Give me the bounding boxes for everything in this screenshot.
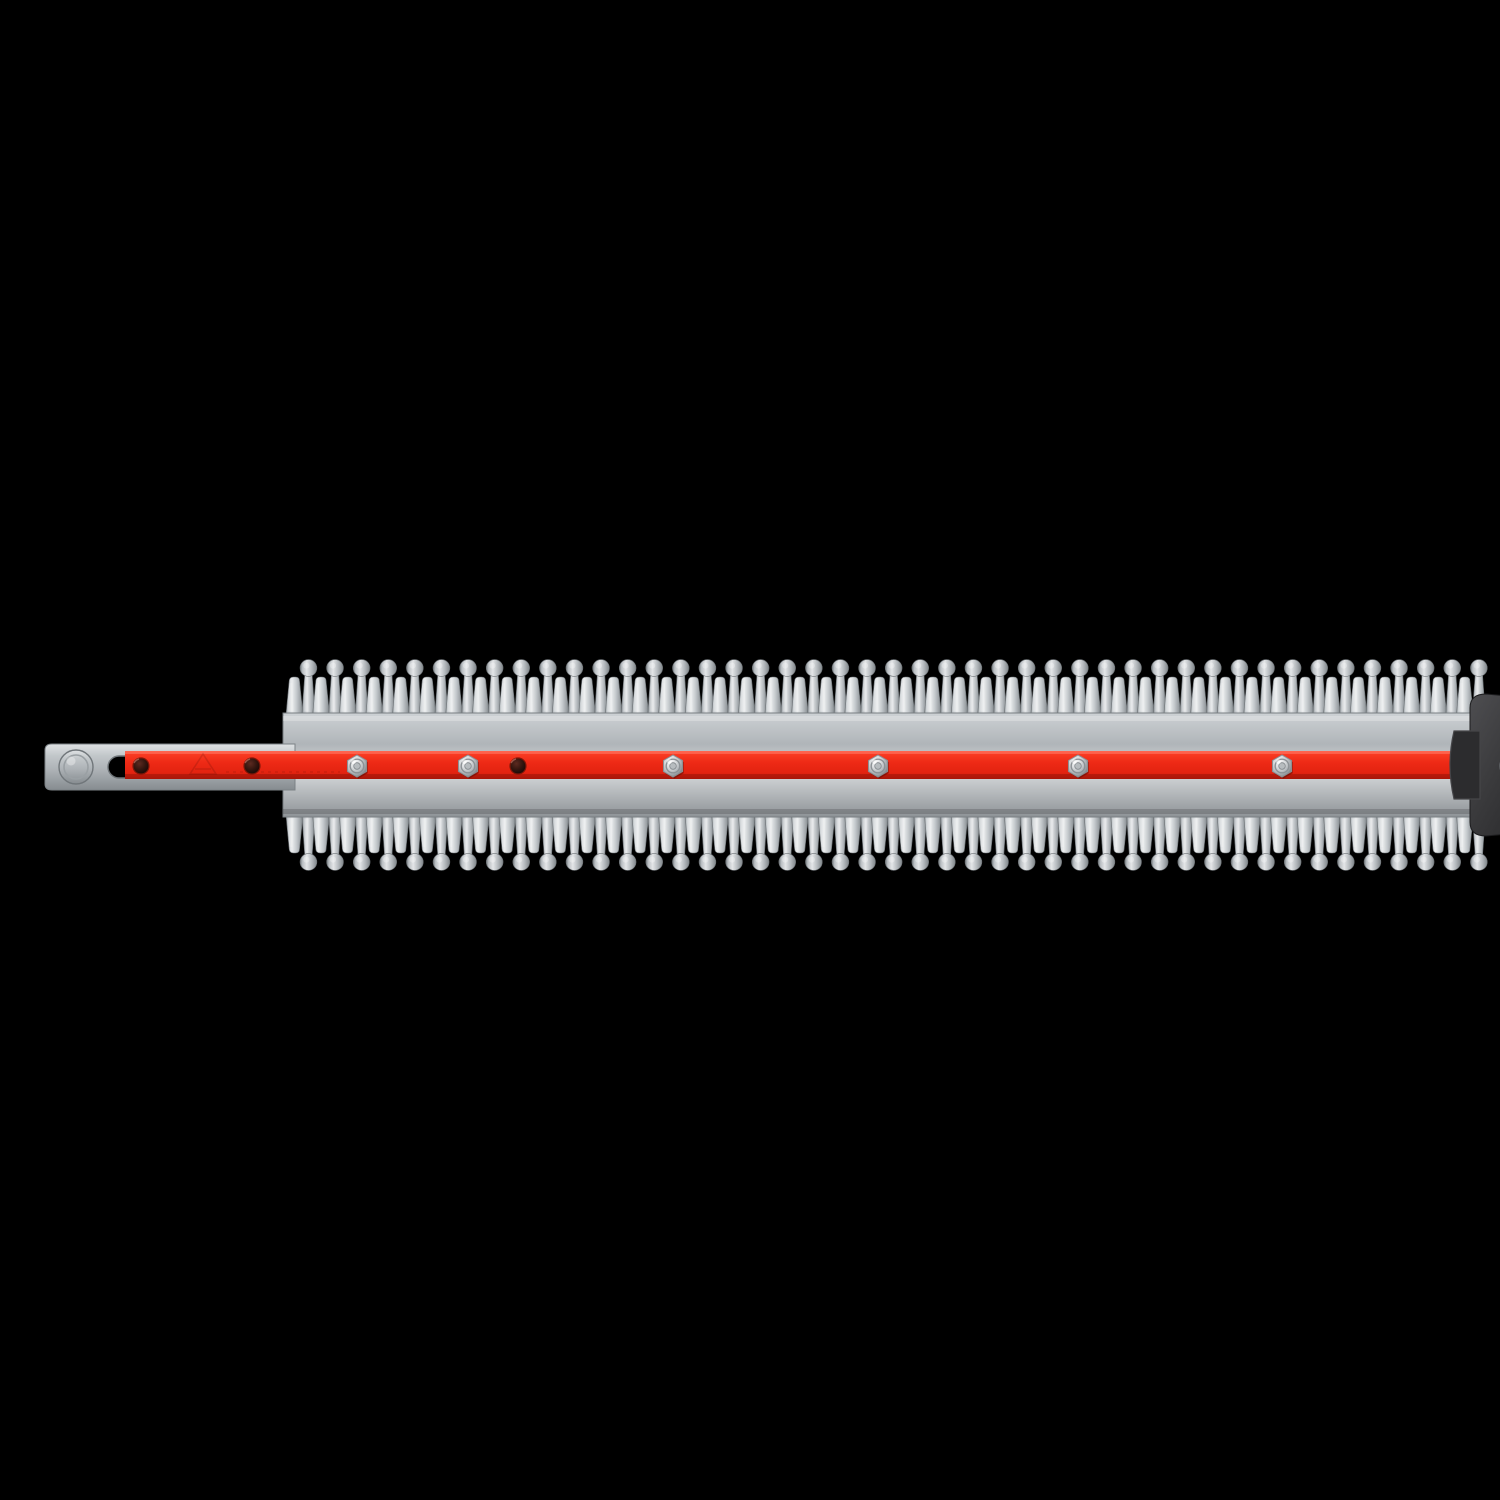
blade-assembly-illustration xyxy=(40,16,1500,1500)
hex-bolt-4 xyxy=(867,754,889,779)
hex-bolt-6 xyxy=(1271,754,1293,779)
hex-bolt-3 xyxy=(662,754,684,779)
pivot-hole-2 xyxy=(243,757,261,775)
blade-tip-guard xyxy=(1449,693,1500,837)
hex-bolt-5 xyxy=(1067,754,1089,779)
product-image: Side view of a red and steel hedge trimm… xyxy=(40,16,1500,1500)
pivot-hole-3 xyxy=(509,757,527,775)
hex-bolt-2 xyxy=(457,754,479,779)
bar-logo-watermark xyxy=(188,752,340,775)
hex-bolt-1 xyxy=(346,754,368,779)
pivot-hole-1 xyxy=(132,757,150,775)
red-connecting-bar xyxy=(125,751,1500,779)
pivot-holes xyxy=(132,757,527,775)
